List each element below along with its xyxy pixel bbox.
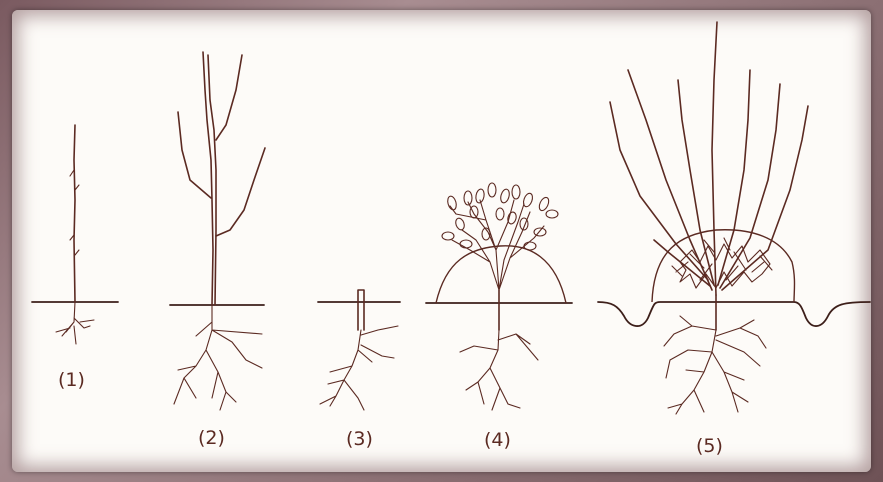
stage-5-plant: (5) [598, 22, 870, 457]
stage-4-plant: (4) [426, 183, 572, 451]
stage-5-new-shoots [680, 244, 770, 288]
stage-4-roots [460, 330, 538, 410]
stage-5-cane-right-2 [720, 84, 780, 288]
stage-1-roots [56, 302, 94, 344]
stage-4-shoots [450, 200, 544, 290]
stage-1-stem [74, 125, 75, 302]
stage-3-roots [320, 326, 398, 410]
stage-5-label: (5) [696, 435, 723, 457]
stage-5-roots [664, 316, 766, 414]
stage-4-label: (4) [484, 429, 511, 451]
stage-3-plant: (3) [318, 290, 400, 450]
stage-2-roots [174, 305, 262, 410]
stage-2-main-stem [203, 52, 213, 305]
stage-5-ground-line [598, 302, 870, 326]
stage-4-soil-mound [436, 246, 566, 303]
stage-2-plant: (2) [170, 52, 265, 449]
stage-2-upper-branch [216, 55, 242, 140]
stage-2-label: (2) [198, 427, 225, 449]
stage-3-label: (3) [346, 428, 373, 450]
stage-2-right-branch [216, 148, 265, 236]
stage-1-plant: (1) [32, 125, 118, 391]
stage-2-left-branch [178, 112, 211, 198]
stage-5-cane-left-1 [628, 70, 712, 290]
stage-3-stump [358, 290, 364, 330]
stage-1-label: (1) [58, 369, 85, 391]
